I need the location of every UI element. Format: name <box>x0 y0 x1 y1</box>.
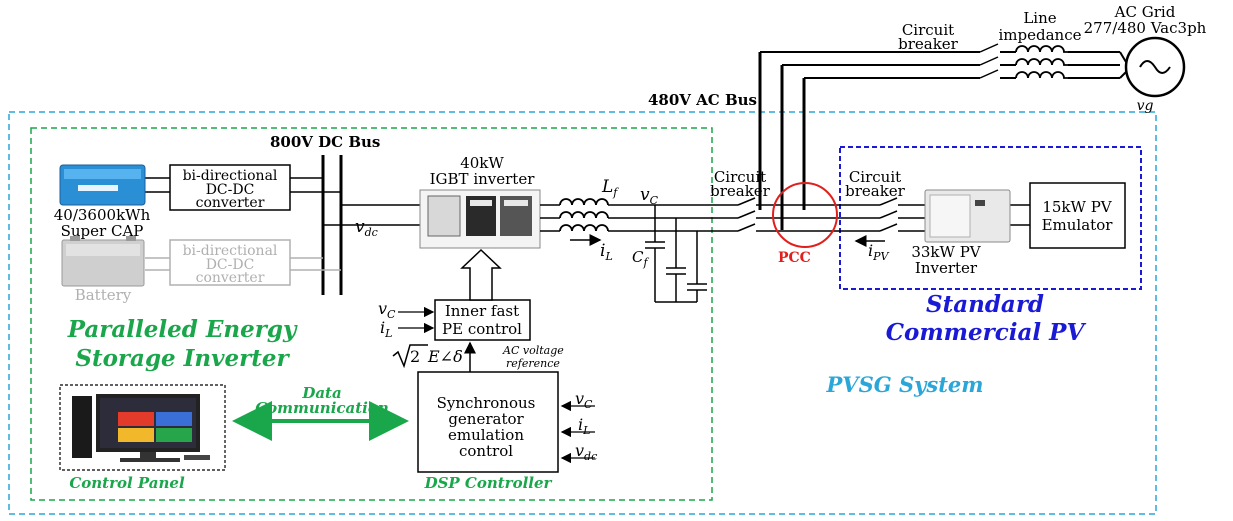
commercial-pv-boundary <box>839 146 1142 290</box>
mid-breaker-label-1: Circuit <box>714 168 766 186</box>
data-comm-label-2: Communication <box>255 399 389 417</box>
mid-breaker-label-2: breaker <box>710 182 771 200</box>
battery-label: Battery <box>75 286 132 304</box>
breaker-switch-icon <box>879 197 898 232</box>
pe-il-label: iL <box>380 318 392 340</box>
pv-emulator-box <box>1029 182 1126 249</box>
vg-label: vg <box>1137 98 1154 114</box>
supercap-image <box>59 164 146 206</box>
ipv-label: iPV <box>868 241 890 263</box>
pcc-circle <box>772 182 838 248</box>
sync-label-2: generator <box>448 410 524 428</box>
bidir-2-label-b: DC-DC <box>206 257 255 273</box>
pv-inverter-label-2: Inverter <box>915 259 978 277</box>
lf-label: Lf <box>601 177 619 199</box>
sync-label-1: Synchronous <box>437 394 536 412</box>
pv-inverter-label-1: 33kW PV <box>911 243 981 261</box>
inverter-label-1: 40kW <box>460 154 504 172</box>
ac-grid-voltage: 277/480 Vac3ph <box>1084 19 1207 37</box>
pe-vc-label: vC <box>378 299 396 321</box>
dc-wiring <box>145 177 420 226</box>
gate-signal-arrow <box>460 248 502 301</box>
top-breaker-label-2: breaker <box>898 35 959 53</box>
ac-bus-bars <box>758 52 806 230</box>
control-panel-box <box>59 384 226 471</box>
inductor-icon <box>1015 45 1068 79</box>
pvsg-system-label: PVSG System <box>826 372 984 397</box>
paralleled-label-2: Storage Inverter <box>75 345 290 372</box>
pv-inverter-image <box>924 189 1011 243</box>
inner-pe-label-1: Inner fast <box>445 302 519 320</box>
line-impedance-label-2: impedance <box>999 26 1082 44</box>
standard-pv-label-1: Standard <box>926 291 1044 318</box>
pv-breaker-label-2: breaker <box>845 182 906 200</box>
ac-ref-label-1: AC voltage <box>502 344 564 357</box>
line-impedance-label-1: Line <box>1023 9 1056 27</box>
battery-image <box>61 236 145 287</box>
bidir-converter-1-box <box>169 164 291 211</box>
inner-pe-label-2: PE control <box>442 320 522 338</box>
pv-emulator-label-2: Emulator <box>1042 216 1114 234</box>
inner-pe-control-box <box>434 299 531 341</box>
pvsg-system-boundary <box>8 111 1157 515</box>
energy-storage-boundary <box>30 127 713 501</box>
ac-grid-label: AC Grid <box>1114 3 1176 21</box>
control-panel-label: Control Panel <box>69 474 185 492</box>
dsp-il-label: iL <box>578 415 590 437</box>
computer-image <box>72 394 210 462</box>
top-breaker-label-1: Circuit <box>902 21 954 39</box>
ac-ref-label-2: reference <box>506 357 560 370</box>
ac-bus-label: 480V AC Bus <box>648 91 757 109</box>
bidir-converter-2-box <box>169 239 291 286</box>
data-comm-label-1: Data <box>301 384 341 402</box>
vdc-label: vdc <box>355 217 378 239</box>
cf-label: Cf <box>632 248 649 269</box>
breaker-switch-icon <box>979 43 999 79</box>
dsp-vc-label: vC <box>575 389 593 411</box>
supercap-label-2: Super CAP <box>61 222 144 240</box>
bidir-1-label-a: bi-directional <box>183 168 278 184</box>
breaker-switch-icon <box>737 197 756 232</box>
dsp-controller-label: DSP Controller <box>424 474 553 492</box>
pv-emulator-label-1: 15kW PV <box>1042 198 1112 216</box>
sync-label-4: control <box>459 442 513 460</box>
igbt-inverter-image <box>419 189 541 249</box>
bidir-2-label-c: converter <box>196 270 265 286</box>
inductor-icon <box>559 198 609 232</box>
inverter-label-2: IGBT inverter <box>430 170 536 188</box>
supercap-label-1: 40/3600kWh <box>54 206 151 224</box>
ac-grid-lines <box>760 51 1120 79</box>
dsp-vdc-label: vdc <box>575 441 597 463</box>
dsp-controller-box <box>417 371 559 473</box>
vc-label: vC <box>640 185 659 207</box>
sync-label-3: emulation <box>448 426 524 444</box>
paralleled-label-1: Paralleled Energy <box>67 316 298 343</box>
dc-bus-label: 800V DC Bus <box>270 133 380 151</box>
pv-breaker-label-1: Circuit <box>849 168 901 186</box>
bidir-1-label-b: DC-DC <box>206 182 255 198</box>
ac-source-icon <box>1119 36 1186 98</box>
bidir-2-label-a: bi-directional <box>183 243 278 259</box>
sqrt-sign <box>392 344 428 369</box>
pv-lines <box>760 204 1030 232</box>
battery-wiring <box>145 257 341 271</box>
e-delta-label: E∠δ <box>427 347 463 366</box>
pcc-label: PCC <box>778 250 811 266</box>
il-label: iL <box>600 241 613 263</box>
standard-pv-label-2: Commercial PV <box>886 319 1087 346</box>
capacitor-icon <box>645 205 707 303</box>
inverter-output-lines <box>540 204 804 232</box>
sqrt2-label: 2 <box>410 347 420 366</box>
bidir-1-label-c: converter <box>196 195 265 211</box>
